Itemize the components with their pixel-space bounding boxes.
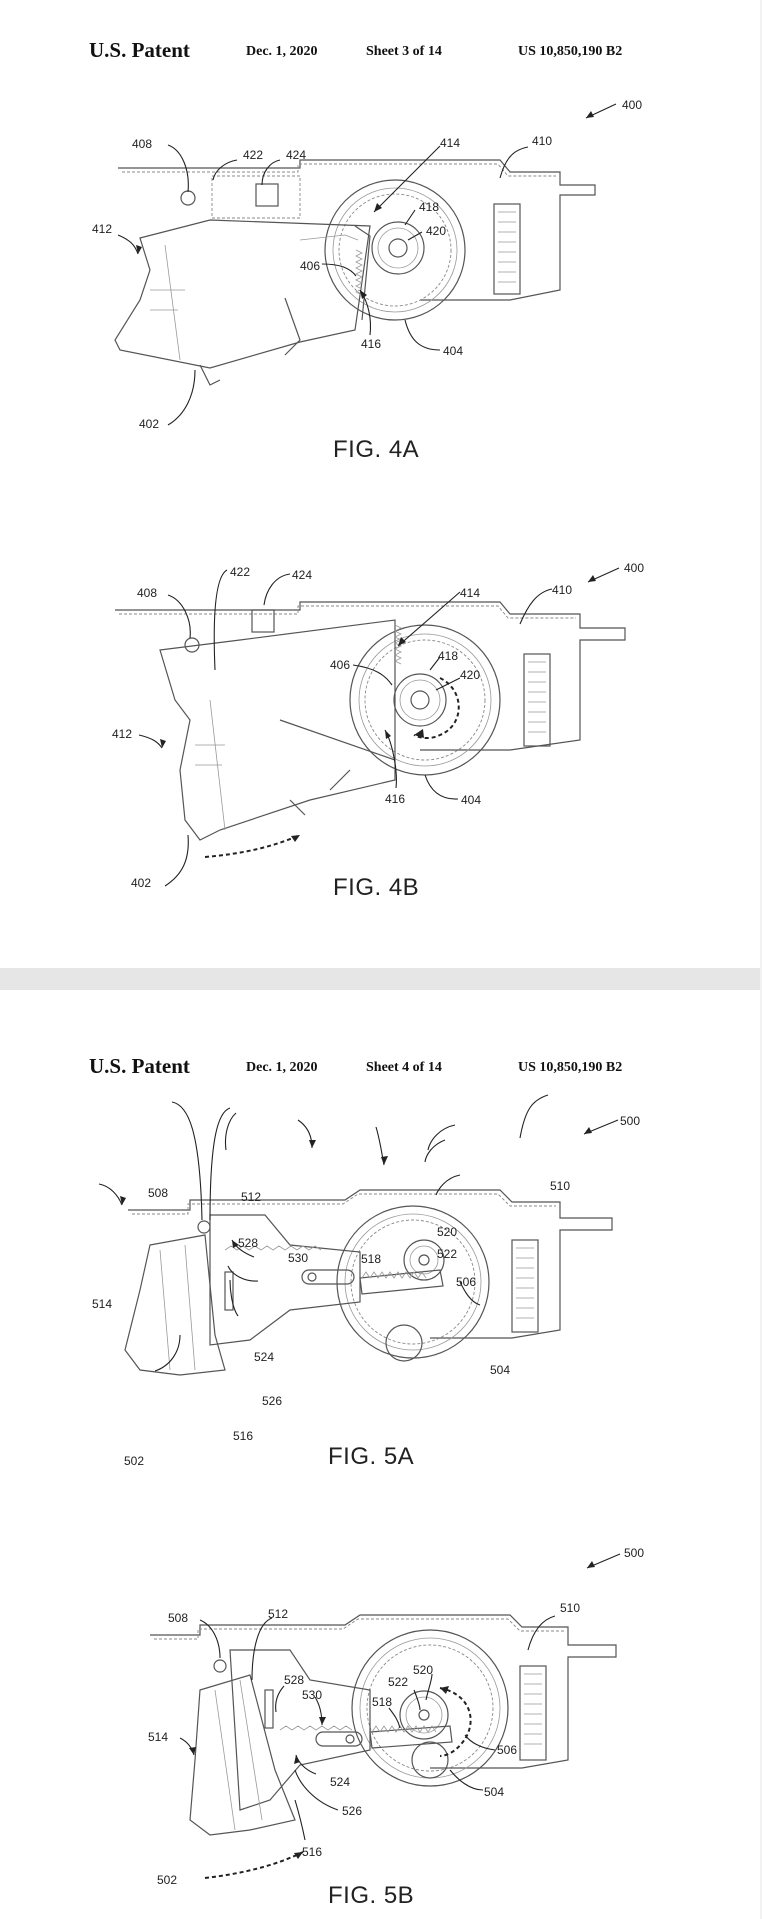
ref-label: 516: [302, 1845, 322, 1859]
patent-number: US 10,850,190 B2: [518, 44, 623, 59]
ref-label: 530: [288, 1251, 308, 1265]
figure-4a: 408 422 424 414 410 400 412 418 420 406 …: [92, 98, 642, 463]
ref-label: 422: [243, 148, 263, 162]
ref-label: 508: [148, 1186, 168, 1200]
figure-caption: FIG. 5B: [328, 1882, 414, 1909]
ref-label: 424: [286, 148, 306, 162]
ref-label: 404: [461, 793, 481, 807]
ref-label: 530: [302, 1688, 322, 1702]
ref-label: 522: [388, 1675, 408, 1689]
figure-5b: 500 508 512 510 528 520 522 530 518 514 …: [148, 1546, 644, 1909]
ref-label: 414: [460, 586, 480, 600]
ref-label: 522: [437, 1247, 457, 1261]
ref-label: 528: [284, 1673, 304, 1687]
ref-label: 416: [385, 792, 405, 806]
ref-label: 412: [112, 727, 132, 741]
figure-5a: 500 508 512 510 520 528 530 518 522 514 …: [92, 1094, 640, 1470]
ref-label: 400: [624, 561, 644, 575]
figure-4b: 400 422 424 408 414 410 418 406 420 412 …: [112, 561, 644, 901]
ref-label: 406: [330, 658, 350, 672]
ref-label: 410: [532, 134, 552, 148]
ref-label: 404: [443, 344, 463, 358]
ref-label: 518: [372, 1695, 392, 1709]
ref-label: 520: [413, 1663, 433, 1677]
ref-label: 416: [361, 337, 381, 351]
ref-label: 502: [157, 1873, 177, 1887]
ref-label: 408: [137, 586, 157, 600]
patent-date: Dec. 1, 2020: [246, 1060, 318, 1075]
ref-label: 420: [460, 668, 480, 682]
ref-label: 406: [300, 259, 320, 273]
ref-label: 524: [254, 1350, 274, 1364]
ref-label: 422: [230, 565, 250, 579]
ref-label: 408: [132, 137, 152, 151]
sheet-number: Sheet 3 of 14: [366, 44, 442, 59]
ref-label: 500: [620, 1114, 640, 1128]
ref-label: 528: [238, 1236, 258, 1250]
patent-sheet-4: U.S. Patent Dec. 1, 2020 Sheet 4 of 14 U…: [0, 990, 760, 1919]
ref-label: 502: [124, 1454, 144, 1468]
ref-label: 424: [292, 568, 312, 582]
ref-label: 512: [268, 1607, 288, 1621]
ref-label: 402: [139, 417, 159, 431]
patent-number: US 10,850,190 B2: [518, 1060, 623, 1075]
figure-caption: FIG. 4A: [333, 436, 419, 463]
ref-label: 514: [148, 1730, 168, 1744]
ref-label: 524: [330, 1775, 350, 1789]
ref-label: 504: [484, 1785, 504, 1799]
ref-label: 526: [342, 1804, 362, 1818]
patent-title: U.S. Patent: [89, 38, 190, 62]
ref-label: 414: [440, 136, 460, 150]
ref-label: 504: [490, 1363, 510, 1377]
figure-caption: FIG. 5A: [328, 1443, 414, 1470]
ref-label: 508: [168, 1611, 188, 1625]
ref-label: 402: [131, 876, 151, 890]
figure-caption: FIG. 4B: [333, 874, 419, 901]
patent-sheet-3: U.S. Patent Dec. 1, 2020 Sheet 3 of 14 U…: [0, 0, 760, 968]
ref-label: 510: [550, 1179, 570, 1193]
ref-label: 506: [456, 1275, 476, 1289]
ref-label: 520: [437, 1225, 457, 1239]
ref-label: 412: [92, 222, 112, 236]
ref-label: 418: [419, 200, 439, 214]
sheet-number: Sheet 4 of 14: [366, 1060, 442, 1075]
ref-label: 420: [426, 224, 446, 238]
ref-label: 506: [497, 1743, 517, 1757]
ref-label: 514: [92, 1297, 112, 1311]
ref-label: 418: [438, 649, 458, 663]
patent-drawing-sheet-3: 408 422 424 414 410 400 412 418 420 406 …: [92, 98, 644, 901]
patent-date: Dec. 1, 2020: [246, 44, 318, 59]
ref-label: 410: [552, 583, 572, 597]
patent-title: U.S. Patent: [89, 1054, 190, 1078]
ref-label: 510: [560, 1601, 580, 1615]
ref-label: 512: [241, 1190, 261, 1204]
patent-drawing-sheet-4: 500 508 512 510 520 528 530 518 522 514 …: [92, 1094, 644, 1909]
ref-label: 518: [361, 1252, 381, 1266]
ref-label: 400: [622, 98, 642, 112]
ref-label: 526: [262, 1394, 282, 1408]
ref-label: 500: [624, 1546, 644, 1560]
ref-label: 516: [233, 1429, 253, 1443]
page-edge: [760, 0, 762, 1919]
